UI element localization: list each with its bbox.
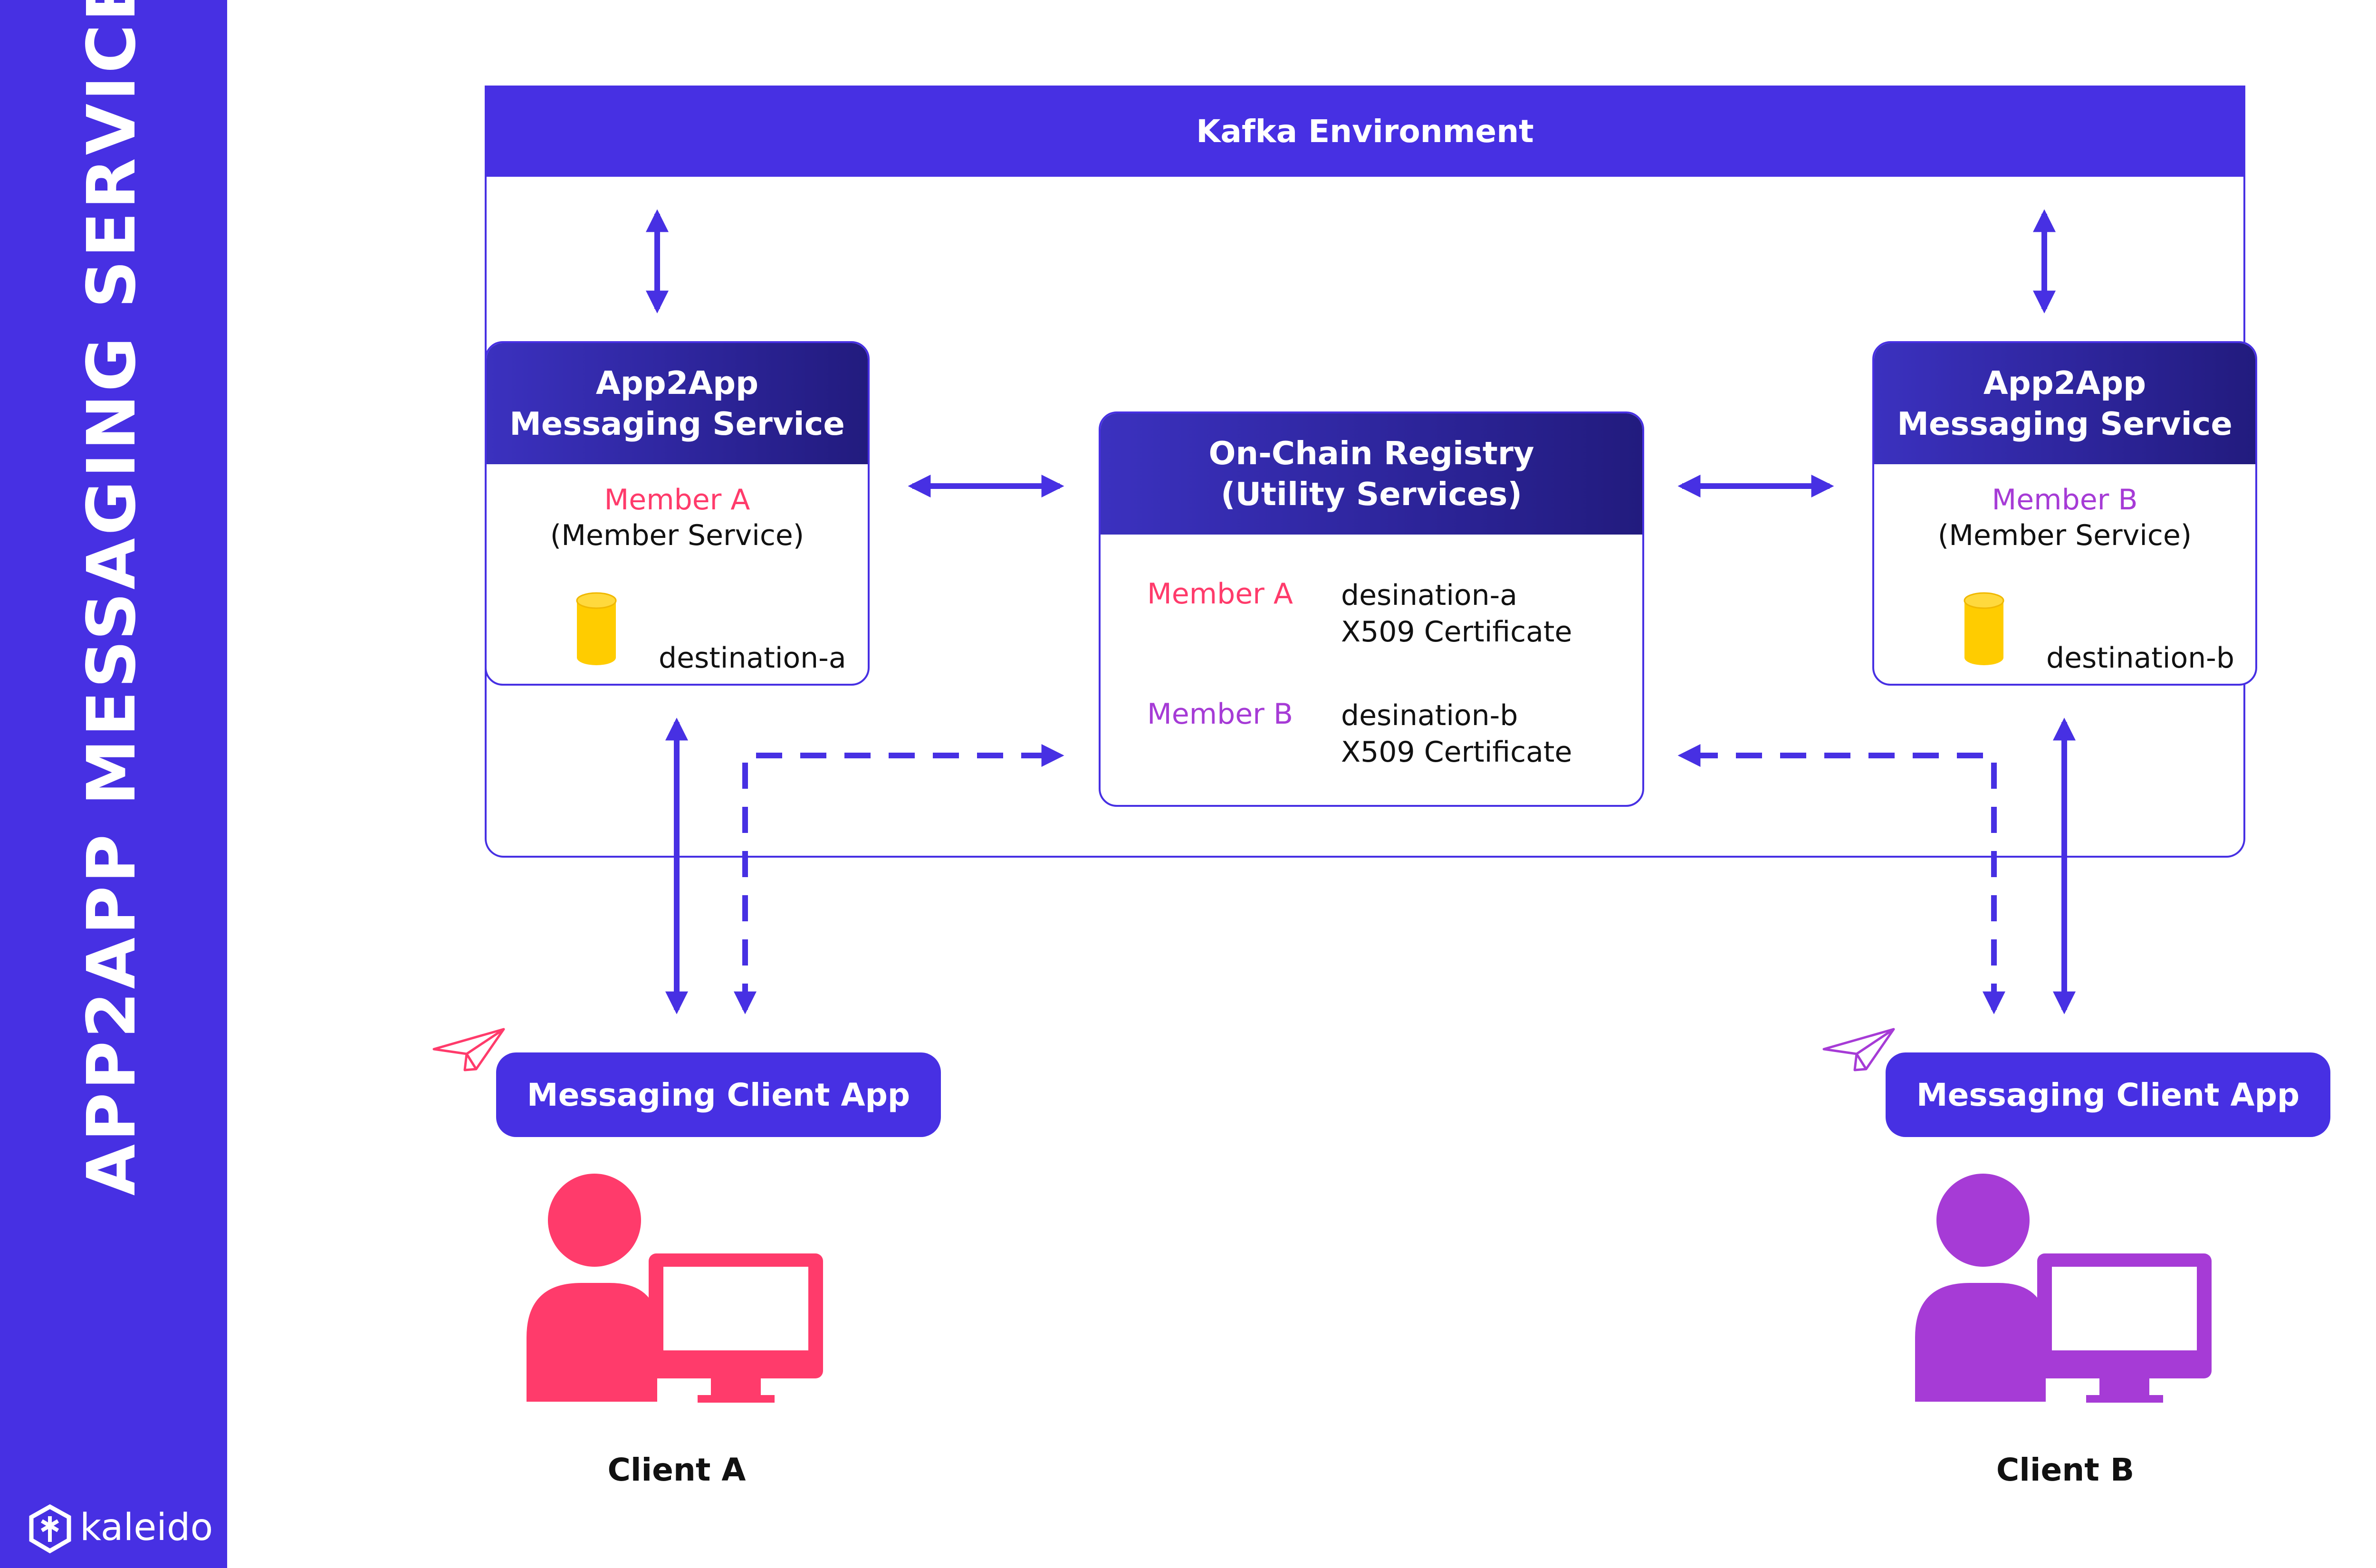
registry-entry-a-destination: desination-a [1341,579,1518,612]
dashed-arrow-client-b-registry [1677,744,2005,1014]
registry-entry-b-values: desination-b X509 Certificate [1341,698,1572,771]
registry-entry-b-destination: desination-b [1341,699,1518,732]
messaging-client-app-b[interactable]: Messaging Client App [1886,1052,2330,1137]
service-a-title-line2: Messaging Service [509,405,845,442]
user-computer-icon [1915,1174,2212,1403]
registry-entry-member-a: Member A [1147,577,1293,611]
kafka-environment-header: Kafka Environment [485,86,2245,177]
service-b-title-line1: App2App [1983,364,2146,402]
service-b-title-line2: Messaging Service [1897,405,2232,442]
on-chain-registry-card: On-Chain Registry (Utility Services) Mem… [1099,411,1644,807]
client-b-label: Client B [1996,1452,2135,1488]
logo-text: kaleido [80,1506,213,1549]
service-b-member: Member B [1992,483,2138,516]
registry-title-line1: On-Chain Registry [1208,434,1534,472]
messaging-client-app-a[interactable]: Messaging Client App [496,1052,941,1137]
registry-entry-member-b: Member B [1147,698,1293,731]
service-a-destination: destination-a [659,641,846,675]
registry-header: On-Chain Registry (Utility Services) [1101,413,1642,535]
paper-plane-icon [1822,1028,1895,1071]
database-icon [576,592,617,665]
paper-plane-icon [432,1028,505,1071]
service-a-role: (Member Service) [550,519,805,552]
messaging-service-a-card: App2App Messaging Service Member A (Memb… [485,341,870,686]
service-b-role: (Member Service) [1937,519,2192,552]
registry-entry-a-values: desination-a X509 Certificate [1341,577,1572,650]
service-a-title-line1: App2App [595,364,759,402]
service-a-member: Member A [604,483,750,516]
messaging-service-b-card: App2App Messaging Service Member B (Memb… [1872,341,2257,686]
database-icon [1964,592,2004,665]
sidebar [0,0,227,1568]
client-a-label: Client A [607,1452,746,1488]
registry-title-line2: (Utility Services) [1220,475,1522,513]
registry-entry-a-certificate: X509 Certificate [1341,615,1572,649]
service-a-header: App2App Messaging Service [487,343,868,464]
kaleido-logo-icon [29,1504,71,1554]
dashed-arrow-client-a-registry [734,744,1064,1014]
registry-entry-b-certificate: X509 Certificate [1341,735,1572,769]
service-b-destination: destination-b [2046,641,2234,675]
user-computer-icon [527,1174,823,1403]
service-b-header: App2App Messaging Service [1874,343,2255,464]
